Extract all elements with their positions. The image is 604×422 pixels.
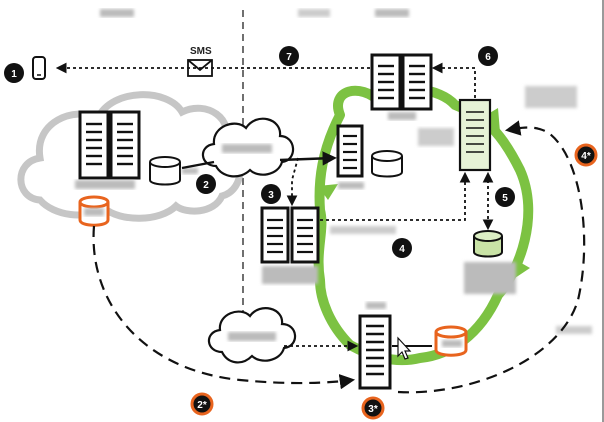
bottom-server	[358, 302, 392, 390]
callout-2: 2	[196, 174, 216, 194]
left-server-pair	[75, 110, 141, 189]
svg-text:6: 6	[485, 52, 491, 63]
orange-database-bottom	[434, 325, 468, 357]
svg-text:5: 5	[502, 193, 508, 204]
green-server	[418, 98, 492, 172]
callout-7: 7	[279, 46, 299, 66]
callout-5: 5	[495, 187, 515, 207]
blurred-annotations	[330, 86, 592, 334]
top-server-pair	[370, 53, 433, 120]
middle-cloud-bottom	[207, 307, 297, 364]
callout-6: 6	[478, 46, 498, 66]
green-database-icon	[464, 230, 516, 294]
svg-text:4*: 4*	[581, 151, 591, 162]
svg-text:3: 3	[268, 190, 274, 201]
svg-text:7: 7	[286, 52, 292, 63]
callout-4-star: 4*	[574, 143, 598, 167]
center-server	[336, 124, 364, 189]
svg-text:2: 2	[203, 180, 209, 191]
callout-1: 1	[4, 63, 24, 83]
middle-cloud-top	[201, 117, 295, 178]
mouse-cursor-icon	[397, 336, 412, 360]
center-database-icon	[371, 150, 403, 178]
svg-text:1: 1	[11, 69, 17, 80]
sms-label: SMS	[190, 46, 212, 57]
lower-server-pair	[260, 206, 320, 284]
callout-3-star: 3*	[361, 396, 385, 420]
callout-2-star: 2*	[190, 392, 214, 416]
orange-database-left	[78, 195, 110, 227]
callout-4: 4	[392, 238, 412, 258]
callout-3: 3	[261, 184, 281, 204]
left-database-icon	[149, 156, 198, 186]
connectors	[55, 62, 586, 394]
blurred-header-labels	[100, 9, 409, 17]
phone-icon	[32, 56, 46, 80]
svg-text:3*: 3*	[368, 404, 378, 415]
svg-text:4: 4	[399, 244, 405, 255]
svg-text:2*: 2*	[197, 400, 207, 411]
